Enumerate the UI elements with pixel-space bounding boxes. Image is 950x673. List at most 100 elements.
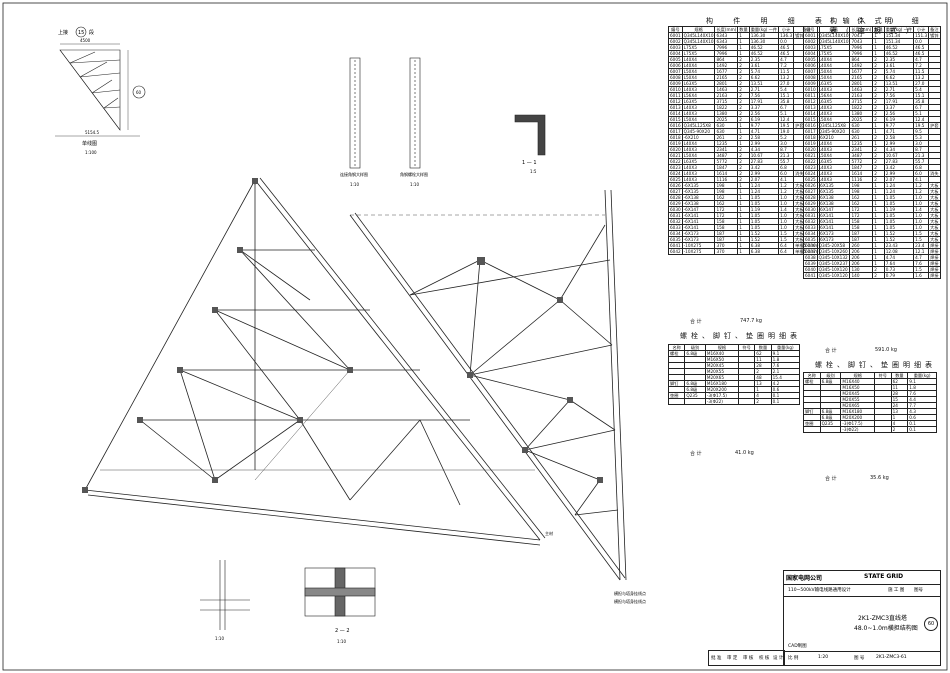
parts-left-cell: 6022 xyxy=(668,158,683,165)
parts-right-cell: 6026 xyxy=(803,182,818,189)
top-view-ref: 15 xyxy=(78,30,84,36)
parts-left-cell: 6020 xyxy=(668,146,683,153)
bolts-left-cell: 0.1 xyxy=(770,398,801,405)
bolts-left-cell xyxy=(737,398,756,405)
parts-left-title: 构 件 明 细 表(输入式) xyxy=(706,17,903,25)
parts-left-cell: 6034 xyxy=(668,230,683,237)
bolts-left-cell xyxy=(667,398,686,405)
parts-left-cell: 6.4 xyxy=(778,248,795,255)
drawing-title-2: 48.0~1.0m横担结构图 xyxy=(854,625,918,632)
parts-right-cell: 6010 xyxy=(803,86,818,93)
bolts-left-cell xyxy=(684,398,706,405)
parts-right-cell: 6001 xyxy=(803,32,818,39)
main-truss xyxy=(84,177,546,546)
secondary-truss xyxy=(349,189,627,581)
bolts-right-cell xyxy=(819,426,842,433)
top-view-dim-top: 4500 xyxy=(80,38,91,43)
parts-right-cell: 焊接 xyxy=(928,248,941,255)
parts-left-cell: 6013 xyxy=(668,104,683,111)
parts-left-cell: 6029 xyxy=(668,200,683,207)
parts-right-cell: 6011 xyxy=(803,92,818,99)
bolts-left-title: 螺栓、脚钉、垫圈明细表 xyxy=(680,332,801,340)
parts-right-cell: 6027 xyxy=(803,188,818,195)
parts-left-cell: 6006 xyxy=(668,62,683,69)
parts-right-cell: 焊接 xyxy=(928,266,941,273)
parts-right-cell: 6019 xyxy=(803,140,818,147)
parts-left-total-label: 合 计 xyxy=(690,319,702,325)
parts-right-cell: 6041 xyxy=(803,272,818,279)
parts-right-cell: 焊接 xyxy=(928,242,941,249)
parts-left-cell: 6004 xyxy=(668,50,683,57)
parts-right-cell: 6036 xyxy=(803,242,818,249)
parts-right-cell: 大板 xyxy=(928,218,941,225)
parts-left-cell: 6028 xyxy=(668,194,683,201)
parts-right-cell: 焊接 xyxy=(928,260,941,267)
parts-left-cell: 6033 xyxy=(668,224,683,231)
parts-left-cell: -10X275 xyxy=(681,248,716,255)
bolts-right-cell: -3(Φ22) xyxy=(840,426,876,433)
parts-right-cell: 1.6 xyxy=(913,272,930,279)
parts-right-cell: 6004 xyxy=(803,50,818,57)
brand-name: STATE GRID xyxy=(864,573,904,580)
parts-left-cell: 6024 xyxy=(668,170,683,177)
detail2-label: 角钢螺栓大样图 xyxy=(400,171,428,177)
parts-right-cell: 大板 xyxy=(928,200,941,207)
parts-left-cell: 6042 xyxy=(668,248,683,255)
drawing-badge: 60 xyxy=(924,617,938,631)
parts-left-cell: 6005 xyxy=(668,56,683,63)
parts-left-cell: 6041 xyxy=(668,242,683,249)
title-block: 国家电网公司 STATE GRID 110~500kV输电线路通用设计 施 工 … xyxy=(783,570,941,666)
parts-right-cell: 6002 xyxy=(803,38,818,45)
parts-left-cell: 6001 xyxy=(668,32,683,39)
detail2-scale: 1:10 xyxy=(410,182,419,187)
parts-right-cell: 大板 xyxy=(928,182,941,189)
parts-left-cell: 6018 xyxy=(668,134,683,141)
parts-left-cell: Q345L140X10 xyxy=(681,32,716,39)
top-view-badge: 60 xyxy=(136,90,142,95)
parts-right-cell: 大板 xyxy=(928,194,941,201)
parts-left-cell: 6.38 xyxy=(748,248,780,255)
parts-right-cell: Q345L140X10 xyxy=(816,38,851,45)
parts-right-cell: Q345-10X132 xyxy=(816,254,851,261)
footer-2: 审 核 xyxy=(743,656,754,661)
bolts-left-total-label: 合 计 xyxy=(690,451,702,457)
parts-right-cell: 6009 xyxy=(803,80,818,87)
parts-right-cell: 6033 xyxy=(803,224,818,231)
parts_left-header-cell: 重量(kg) 一件 xyxy=(748,26,780,33)
drawing-title-1: 2K1-ZMC3直线塔 xyxy=(858,615,908,622)
parts-left-cell: 6030 xyxy=(668,206,683,213)
parts-left-cell: 6014 xyxy=(668,110,683,117)
parts-right-cell: 6024 xyxy=(803,170,818,177)
parts-left-cell: 6008 xyxy=(668,74,683,81)
parts-right-cell: 6014 xyxy=(803,110,818,117)
bolts-right-total: 35.6 kg xyxy=(870,475,889,481)
parts-right-cell: 6003 xyxy=(803,44,818,51)
parts-right-cell: 6037 xyxy=(803,248,818,255)
bolts-right-cell: 2 xyxy=(890,426,909,433)
top-view-suffix: 段 xyxy=(89,29,94,36)
parts-right-cell: 6005 xyxy=(803,56,818,63)
parts-right-cell: 大板 xyxy=(928,206,941,213)
top-view-scale: 1:100 xyxy=(85,150,97,155)
parts-right-cell: Q345-10X120 xyxy=(816,266,851,273)
parts-left-cell: 1 xyxy=(737,248,750,255)
footer-4: 设 计 xyxy=(773,656,784,661)
parts-left-total: 747.7 kg xyxy=(740,318,762,324)
parts_right-header-cell: 长度(mm) xyxy=(849,26,874,33)
parts-left-cell: 370 xyxy=(714,248,739,255)
parts-right-cell: 镀锌 xyxy=(928,32,941,39)
parts-left-cell: 6025 xyxy=(668,176,683,183)
parts-right-total-label: 合 计 xyxy=(825,348,837,354)
bolts-right-title: 螺栓、脚钉、垫圈明细表 xyxy=(815,361,936,369)
